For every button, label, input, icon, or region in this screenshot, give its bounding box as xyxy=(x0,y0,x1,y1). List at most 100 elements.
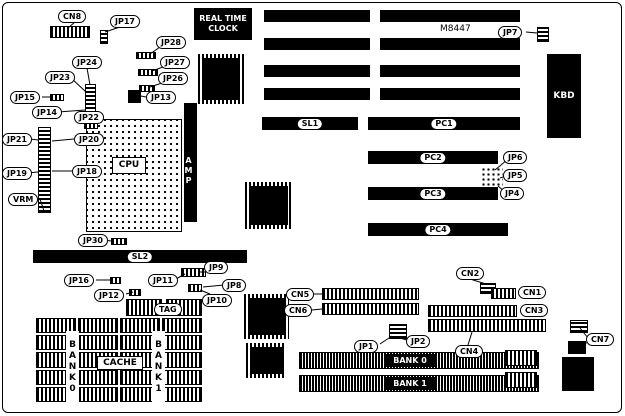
label-jp22: JP22 xyxy=(74,111,104,124)
label-jp5: JP5 xyxy=(503,169,528,182)
bank1-label: BANK 1 xyxy=(384,377,436,390)
label-jp8: JP8 xyxy=(222,279,247,292)
qfp-chip-body xyxy=(250,347,282,374)
label-jp6: JP6 xyxy=(503,151,528,164)
label-jp18: JP18 xyxy=(72,165,102,178)
label-jp10: JP10 xyxy=(202,294,232,307)
cn7-connector-a xyxy=(570,320,588,333)
label-jp11: JP11 xyxy=(148,274,178,287)
label-cn5: CN5 xyxy=(286,288,315,301)
label-jp21: JP21 xyxy=(2,133,32,146)
label-cn8: CN8 xyxy=(58,10,87,23)
label-jp7: JP7 xyxy=(498,26,523,39)
rtc-chip: REAL TIME CLOCK xyxy=(194,8,252,40)
isa-slot-segment xyxy=(380,38,520,50)
cn4-connector xyxy=(428,319,546,332)
jp7-connector xyxy=(537,27,549,42)
cache-chip xyxy=(162,369,202,385)
jp1-jp2-header xyxy=(389,324,407,339)
qfp-chip-bottom xyxy=(246,343,286,378)
label-jp1: JP1 xyxy=(354,340,379,353)
qfp-chip-lower xyxy=(244,294,289,339)
jp27-header xyxy=(138,69,158,76)
cache-bank0-label: BANK0 xyxy=(66,331,79,403)
cn5-connector xyxy=(322,288,419,300)
qfp-chip-middle xyxy=(245,182,292,229)
chipset-text-m8447: M8447 xyxy=(440,24,471,34)
cache-chip xyxy=(162,318,202,334)
isa-slot-segment xyxy=(380,65,520,77)
bank0-label: BANK 0 xyxy=(384,354,436,367)
isa-slot-segment xyxy=(264,10,370,22)
label-cn7: CN7 xyxy=(586,333,615,346)
cache-chip xyxy=(162,335,202,351)
label-jp20: JP20 xyxy=(74,133,104,146)
label-jp23: JP23 xyxy=(45,71,75,84)
qfp-chip-body xyxy=(248,298,285,335)
cpu-label: CPU xyxy=(112,157,146,174)
label-jp16: JP16 xyxy=(64,274,94,287)
label-tag: TAG xyxy=(154,303,182,316)
slot-pc3-label: PC3 xyxy=(419,187,447,200)
vrm-module xyxy=(38,127,51,213)
cache-chip xyxy=(120,318,160,334)
label-jp17: JP17 xyxy=(110,15,140,28)
jp26-header xyxy=(139,85,155,92)
jp9-jp11-header xyxy=(181,268,206,277)
isa-slot-segment xyxy=(264,65,370,77)
amp-label: AMP xyxy=(184,155,193,186)
keyboard-connector: KBD xyxy=(547,54,581,138)
isa-slot-segment xyxy=(380,10,520,22)
label-jp19: JP19 xyxy=(2,167,32,180)
slot-pc2: PC2 xyxy=(368,151,498,164)
label-cn6: CN6 xyxy=(284,304,313,317)
label-jp4: JP4 xyxy=(500,187,525,200)
qfp-chip-body xyxy=(249,186,288,225)
cache-chip xyxy=(36,318,76,334)
slot-pc4: PC4 xyxy=(368,223,508,236)
slot-pc4-label: PC4 xyxy=(424,223,452,236)
slot-pc3: PC3 xyxy=(368,187,498,200)
slot-sl2: SL2 xyxy=(33,250,247,263)
qfp-chip-body xyxy=(202,58,240,100)
cache-chip xyxy=(78,386,118,402)
label-jp13: JP13 xyxy=(146,91,176,104)
jp16-header xyxy=(110,277,121,284)
cn1-connector xyxy=(491,288,516,299)
label-cn3: CN3 xyxy=(520,304,549,317)
label-jp9: JP9 xyxy=(204,261,229,274)
cache-label: CACHE xyxy=(97,356,143,370)
jp12-header xyxy=(129,289,141,296)
jp4-jp5-jp6-jumper-block xyxy=(481,167,503,187)
slot-pc1: PC1 xyxy=(368,117,520,130)
amp-chip: AMP xyxy=(184,103,197,222)
cn6-connector xyxy=(322,303,419,315)
cache-chip xyxy=(162,386,202,402)
isa-slot-segment xyxy=(264,88,370,100)
jp30-header xyxy=(111,238,127,245)
jp8-header xyxy=(188,284,202,292)
label-jp2: JP2 xyxy=(406,335,431,348)
label-jp24: JP24 xyxy=(72,56,102,69)
memory-side-chip xyxy=(505,372,537,388)
cache-chip xyxy=(162,352,202,368)
jp13-chip xyxy=(128,90,141,103)
jp17-header xyxy=(100,30,108,44)
label-jp12: JP12 xyxy=(94,289,124,302)
cache-chip xyxy=(78,335,118,351)
label-vrm: VRM xyxy=(8,193,39,206)
cache-bank1-label: BANK1 xyxy=(152,331,165,403)
slot-sl1: SL1 xyxy=(262,117,358,130)
label-jp26: JP26 xyxy=(158,72,188,85)
cache-chip xyxy=(78,318,118,334)
cache-bank1-text: BANK1 xyxy=(153,339,164,395)
slot-sl1-label: SL1 xyxy=(296,117,324,130)
qfp-chip-top xyxy=(198,54,244,104)
slot-pc1-label: PC1 xyxy=(430,117,458,130)
slot-pc2-label: PC2 xyxy=(419,151,447,164)
isa-slot-segment xyxy=(264,38,370,50)
isa-slot-segment xyxy=(380,88,520,100)
jp15-header xyxy=(50,94,64,101)
